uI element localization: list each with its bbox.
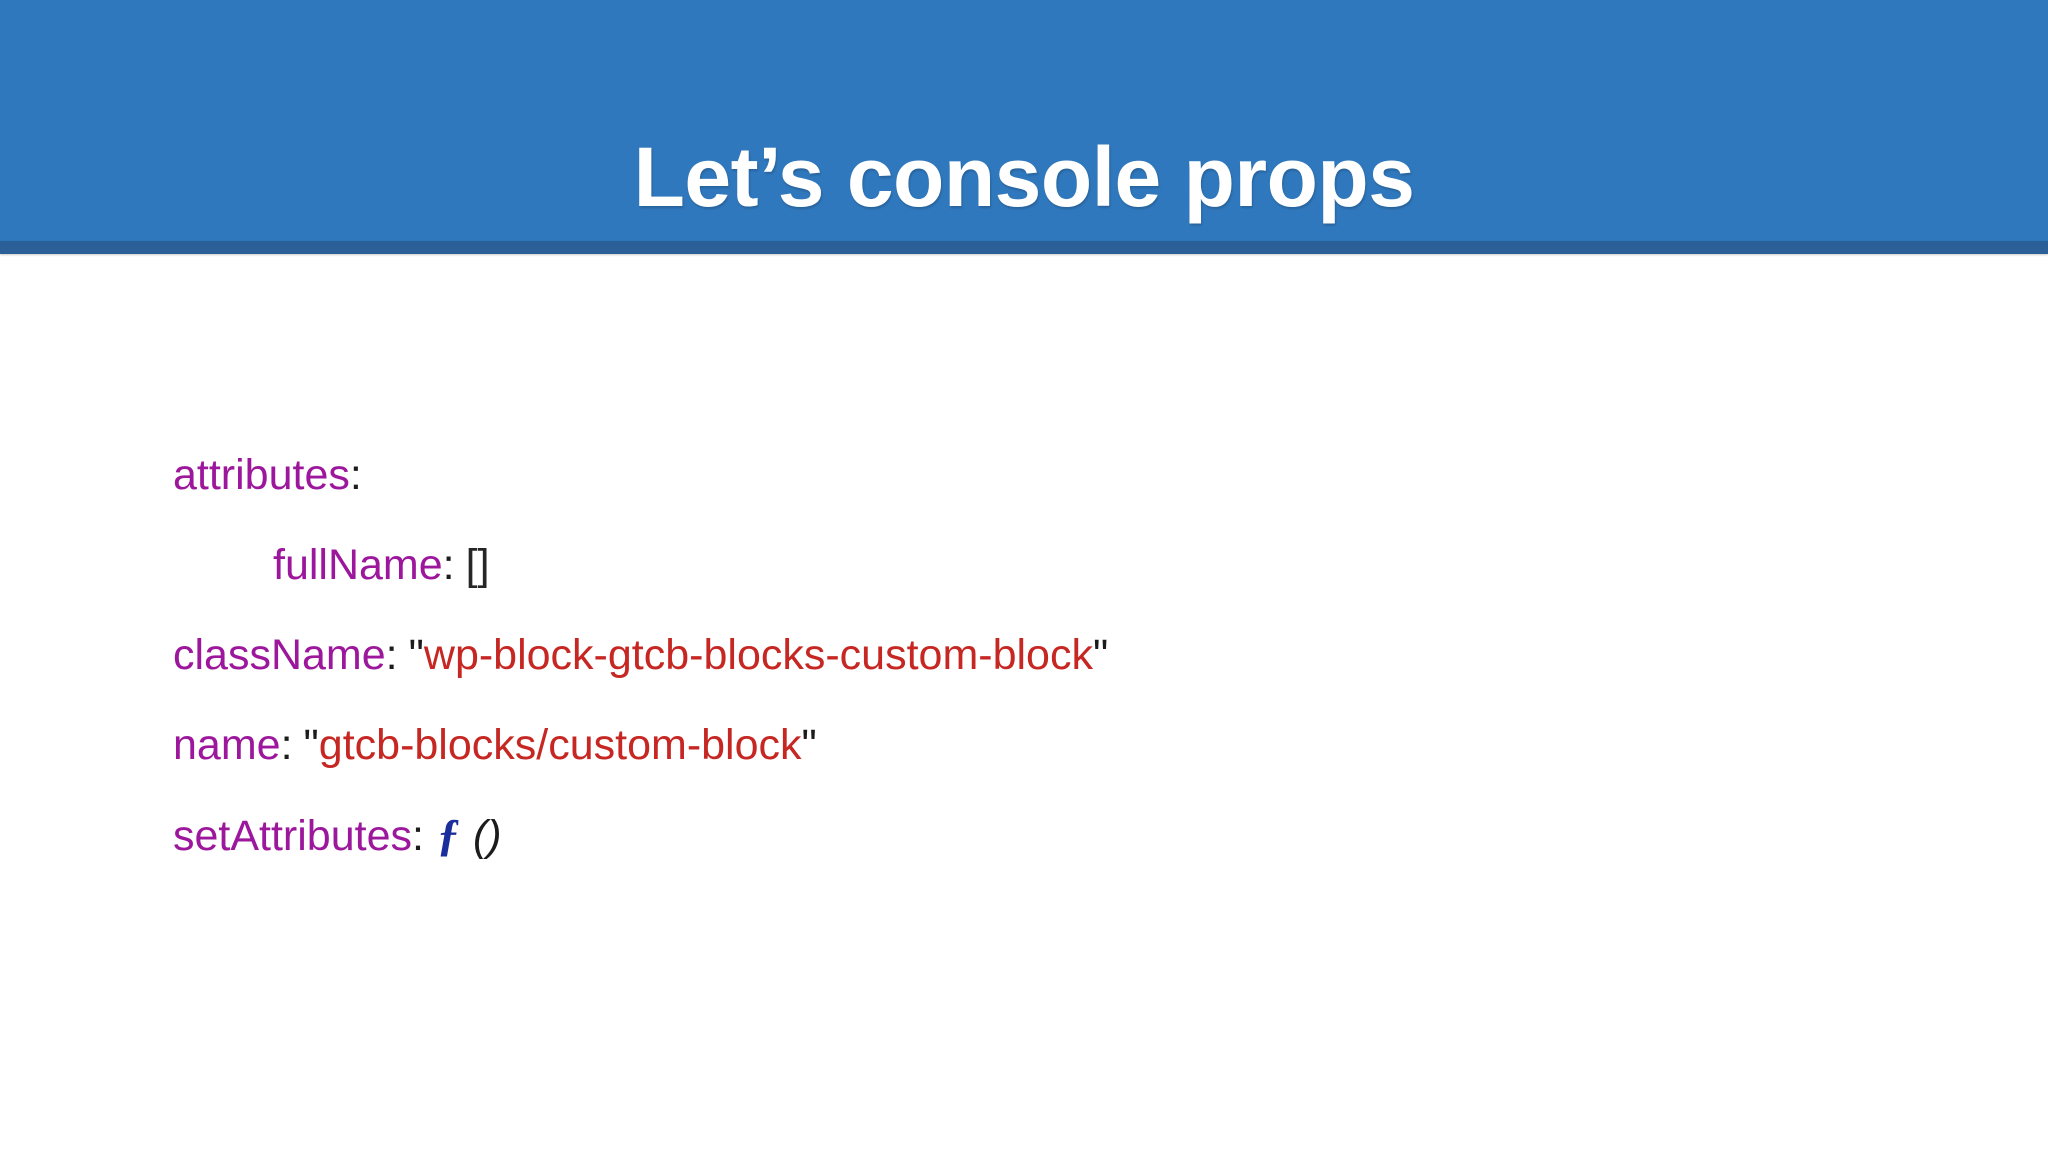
- prop-key-classname: className: [173, 631, 386, 679]
- console-output-block: attributes: fullName:[] className:"wp-bl…: [173, 430, 1873, 881]
- prop-value-setattributes: (): [472, 812, 502, 860]
- colon-setattributes: :: [412, 812, 424, 860]
- quote-close-classname: ": [1092, 631, 1109, 679]
- colon-classname: :: [385, 631, 398, 679]
- slide-header-banner: [0, 0, 2048, 241]
- quote-open-classname: ": [408, 631, 424, 679]
- slide-header-underline: [0, 241, 2048, 254]
- prop-key-fullname: fullName: [273, 541, 443, 589]
- console-line-attributes: attributes:: [173, 430, 1873, 520]
- console-line-fullname: fullName:[]: [173, 520, 1873, 610]
- console-line-name: name:"gtcb-blocks/custom-block": [173, 700, 1873, 790]
- colon-name: :: [280, 721, 293, 769]
- prop-value-fullname: []: [465, 541, 490, 589]
- quote-close-name: ": [801, 721, 817, 769]
- page-title: Let’s console props: [633, 129, 1415, 224]
- console-line-classname: className:"wp-block-gtcb-blocks-custom-b…: [173, 610, 1873, 700]
- console-line-setattributes: setAttributes:ƒ(): [173, 790, 1873, 881]
- prop-value-name: gtcb-blocks/custom-block: [318, 721, 802, 769]
- function-glyph-icon: ƒ: [436, 809, 460, 860]
- prop-key-setattributes: setAttributes: [173, 812, 412, 860]
- colon-fullname: :: [442, 541, 455, 589]
- prop-value-classname: wp-block-gtcb-blocks-custom-block: [423, 631, 1093, 679]
- prop-key-name: name: [173, 721, 281, 769]
- prop-key-attributes: attributes: [173, 451, 350, 499]
- quote-open-name: ": [303, 721, 319, 769]
- colon-attributes: :: [349, 451, 362, 499]
